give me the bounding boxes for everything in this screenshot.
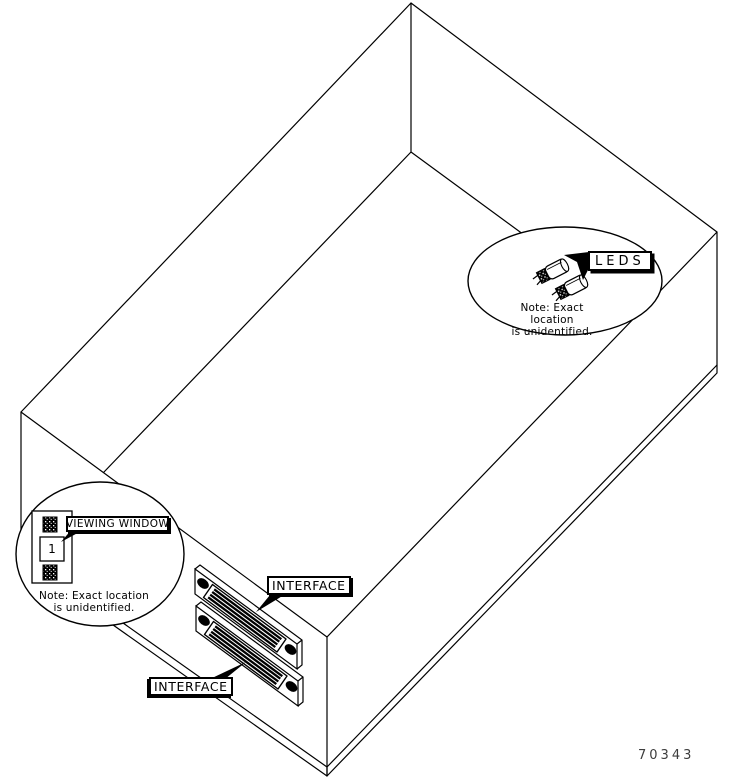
leds-pointer (564, 252, 589, 280)
leds-note: Note: Exact location is unidentified. (498, 302, 606, 338)
leds-note-line2: is unidentified. (511, 326, 593, 338)
interface-top-pointer (256, 595, 284, 612)
interface-bottom-pointer (210, 662, 246, 679)
leds-label: LEDS (588, 251, 652, 271)
viewing-window-note-line2: is unidentified. (53, 602, 135, 614)
window-display-value: 1 (48, 542, 56, 556)
chassis-outline (20, 2, 718, 777)
panel-indicator-bottom (42, 564, 58, 581)
leds-note-line1: Note: Exact location (520, 302, 584, 326)
viewing-window-label: VIEWING WINDOW (65, 516, 170, 532)
figure-number: 70343 (638, 748, 695, 763)
viewing-window-note-line1: Note: Exact location (39, 590, 149, 602)
interface-top-label: INTERFACE (267, 576, 351, 595)
viewing-window-note: Note: Exact location is unidentified. (33, 590, 155, 614)
panel-indicator-top (42, 516, 58, 533)
window-display (39, 536, 65, 562)
interface-bottom-label: INTERFACE (149, 677, 233, 696)
viewing-window-pointer (61, 529, 85, 542)
